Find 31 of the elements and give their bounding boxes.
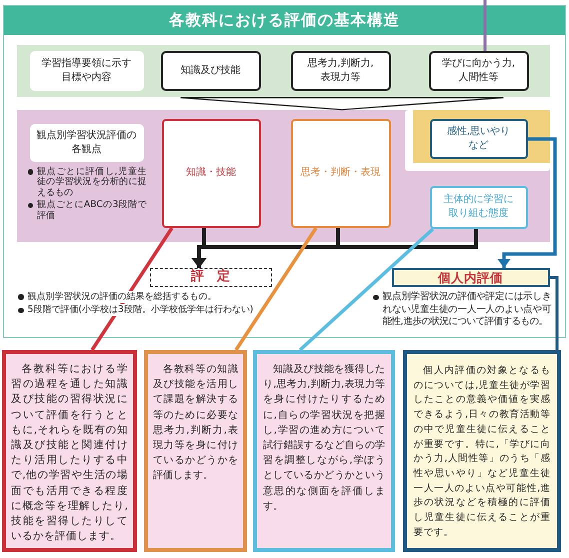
title-banner: 各教科における評価の基本構造 bbox=[4, 6, 565, 34]
note-text: 観点別学習状況の評価や評定には示しきれない児童生徒の一人一人のよい点や可能性,進歩の状況について評価するもの。 bbox=[382, 291, 551, 328]
description-box: 知識及び技能を獲得したり,思考力,判断力,表現力等を身に付けたりするために,自らの学習状況を把握し,学習の進め方について試行錯誤するなど自らの学習を調整しながら,学ぼうとしているかどうかという意思的な側面を評価します。 bbox=[253, 350, 395, 552]
bullet-text: 観点ごとにABCの3段階で評価 bbox=[37, 200, 146, 222]
dashed-box: 評 定 bbox=[150, 268, 272, 286]
bullet-text: 観点ごとに評価し,児童生徒の学習状況を分析的に捉えるもの bbox=[37, 166, 146, 199]
connector-line bbox=[484, 0, 486, 51]
label-box: 個人内評価 bbox=[392, 268, 550, 286]
label-box: 観点別学習状況評価の各観点 bbox=[30, 124, 144, 162]
description-box: 各教科等における学習の過程を通した知識及び技能の習得状況について評価を行うとともに,それらを既有の知識及び技能と関連付けたり活用したりする中で,他の学習や生活の場面でも活用できる程度に概念等を理解したり,技能を習得したりしているかを評価します。 bbox=[2, 350, 137, 552]
label-box: 学びに向かう力,人間性等 bbox=[428, 50, 528, 90]
connector-line bbox=[234, 227, 318, 351]
panel-frame bbox=[3, 5, 566, 338]
band bbox=[16, 44, 550, 96]
description-box: 個人内評価の対象となるものについては,児童生徒が学習したことの意義や価値を実感できるよう,日々の教育活動等の中で児童生徒に伝えることが重要です。特に,「学びに向かう力,人間性等」のうち「感性や思いやり」など児童生徒一人一人のよい点や可能性,進歩の状況などを積極的に評価し児童生徒に伝えることが重要です。 bbox=[403, 350, 561, 552]
label-box: 学習指導要領に示す目標や内容 bbox=[30, 50, 144, 90]
label-box: 思考力,判断力,表現力等 bbox=[290, 50, 390, 90]
category-box: 思考・判断・表現 bbox=[290, 118, 390, 228]
arrow bbox=[192, 229, 478, 268]
connector-line bbox=[298, 228, 434, 352]
category-box: 知識・技能 bbox=[162, 118, 260, 228]
connector-line bbox=[550, 276, 559, 350]
arrow bbox=[498, 137, 557, 268]
label-box: 知識及び技能 bbox=[160, 50, 260, 90]
band bbox=[16, 110, 550, 242]
funnel-triangle bbox=[180, 96, 504, 110]
note-text: 5段階で評価(小学校は3段階。小学校低学年は行わない) bbox=[28, 304, 254, 316]
category-box: 感性,思いやりなど bbox=[430, 118, 528, 158]
category-box: 主体的に学習に取り組む態度 bbox=[430, 186, 528, 228]
description-box: 各教科等の知識及び技能を活用して課題を解決する等のために必要な思考力,判断力,表現力等を身に付けているかどうかを評価します。 bbox=[144, 350, 247, 552]
panel bbox=[404, 110, 550, 170]
